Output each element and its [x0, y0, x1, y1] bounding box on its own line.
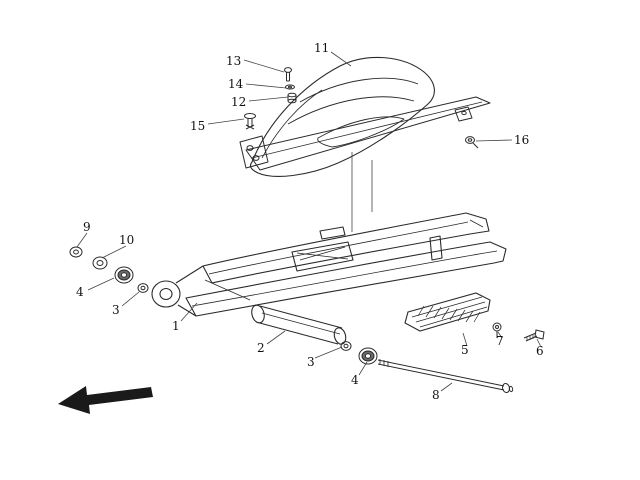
callout-label-7: 7 — [496, 334, 504, 348]
callout-label-9: 9 — [83, 220, 91, 234]
callout-label-15: 15 — [190, 119, 206, 133]
callout-label-4-left: 4 — [76, 285, 84, 299]
part-3-seal-left — [137, 283, 149, 293]
callout-label-11: 11 — [314, 41, 330, 55]
callout-label-4-right: 4 — [351, 373, 359, 387]
part-12-collar — [287, 92, 297, 104]
callout-label-3-right: 3 — [307, 355, 315, 369]
part-15-rivet — [244, 113, 256, 130]
callout-label-10: 10 — [119, 233, 135, 247]
leader-lines — [76, 51, 542, 392]
part-3-seal-right — [340, 341, 352, 351]
callout-label-12: 12 — [231, 95, 247, 109]
part-2-pivot-tube — [251, 304, 347, 345]
callout-label-14: 14 — [228, 77, 244, 91]
part-4-collar-left — [114, 266, 134, 284]
callout-label-16: 16 — [514, 133, 530, 147]
part-9-washer — [69, 246, 83, 258]
part-5-chain-slider — [404, 292, 491, 332]
part-10-washer — [92, 256, 108, 270]
front-direction-arrow-icon — [58, 386, 153, 414]
callout-label-8: 8 — [432, 388, 440, 402]
part-8-pivot-shaft — [377, 359, 514, 394]
callout-label-2: 2 — [257, 341, 265, 355]
callout-label-3-left: 3 — [112, 303, 120, 317]
part-16-bolt — [465, 136, 479, 149]
part-13-bolt — [284, 67, 292, 82]
part-11-chain-guard — [249, 56, 435, 177]
callout-label-5: 5 — [461, 343, 469, 357]
part-6-bolt — [523, 329, 545, 342]
part-1-swingarm — [151, 212, 507, 317]
part-14-washer — [285, 84, 295, 90]
callout-label-13: 13 — [226, 54, 242, 68]
part-4-collar-right — [358, 347, 378, 365]
callout-label-1: 1 — [172, 319, 180, 333]
guard-plate — [239, 96, 491, 232]
callout-label-6: 6 — [536, 344, 544, 358]
part-7-bolt — [492, 322, 502, 338]
